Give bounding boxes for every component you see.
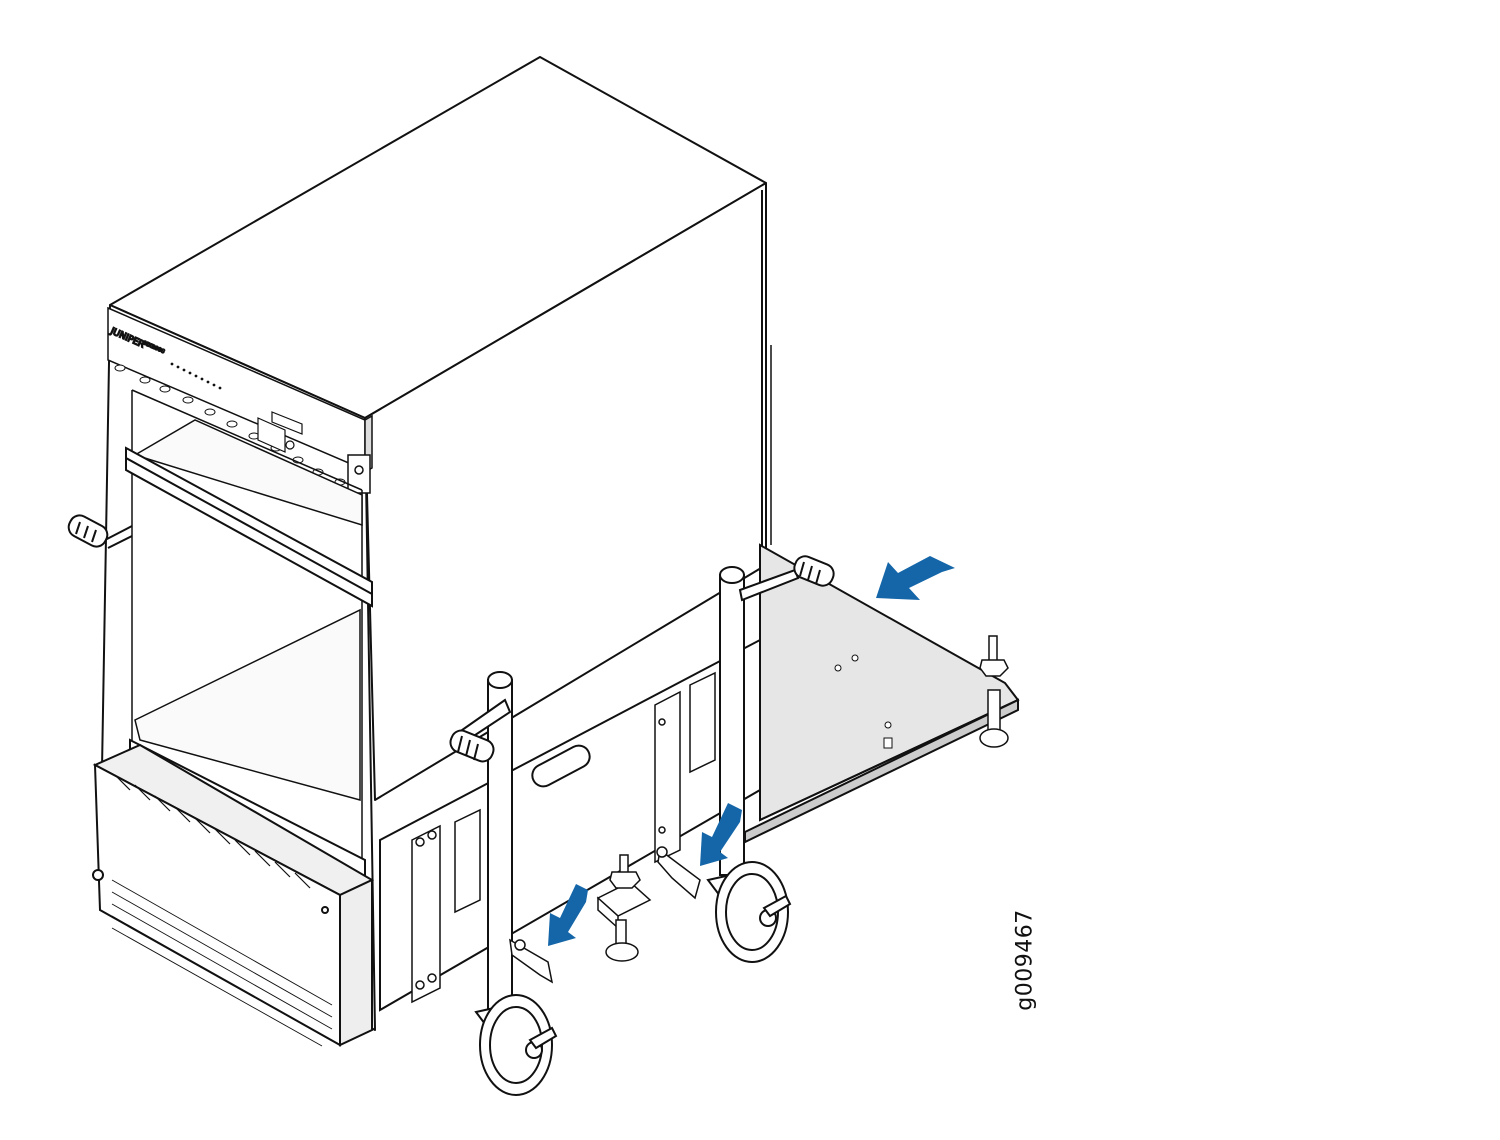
rear-handle bbox=[67, 514, 133, 549]
panel-latch bbox=[347, 454, 371, 494]
leveling-foot-icon bbox=[979, 635, 1009, 748]
mounting-bracket-front bbox=[411, 808, 481, 1004]
direction-arrow-icon bbox=[700, 803, 742, 866]
figure-id-text: g009467 bbox=[1012, 909, 1038, 1011]
mounting-bracket-rear bbox=[654, 671, 716, 864]
card-cage bbox=[131, 389, 363, 880]
fan-tray bbox=[92, 743, 375, 1047]
card-rail bbox=[125, 446, 373, 608]
caster-wheel-icon bbox=[706, 861, 792, 963]
direction-arrow-icon bbox=[876, 556, 955, 600]
direction-arrow-icon bbox=[548, 884, 588, 946]
clamp-front bbox=[509, 938, 554, 984]
handle-icon bbox=[449, 729, 495, 763]
figure-id-label: g009467 bbox=[1000, 900, 1050, 1020]
clamp-rear bbox=[656, 846, 701, 900]
handle-icon bbox=[793, 555, 835, 587]
front-mast bbox=[449, 671, 513, 1011]
caster-wheel-icon bbox=[474, 994, 558, 1096]
leveling-foot-icon bbox=[596, 854, 652, 962]
